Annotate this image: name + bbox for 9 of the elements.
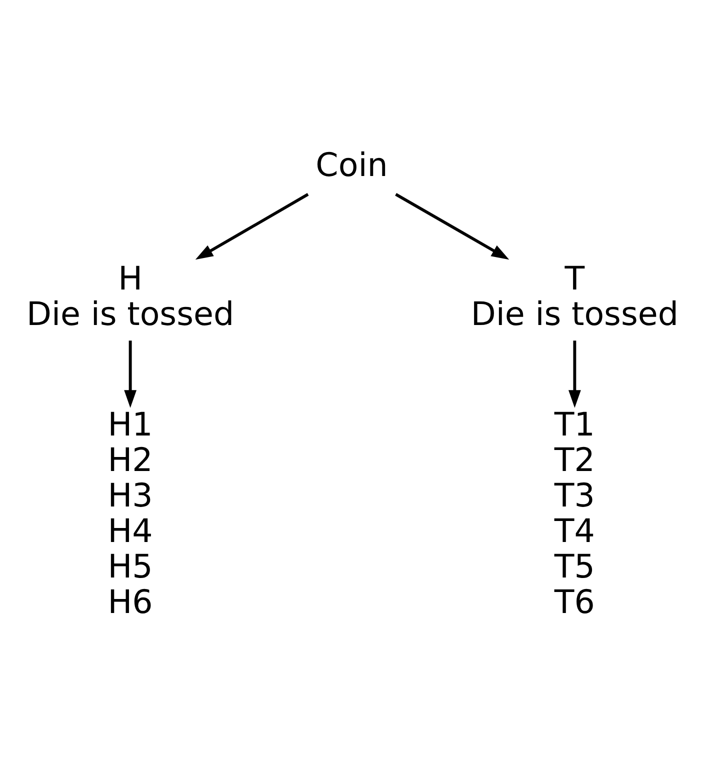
- node-text: T1 T2 T3 T4 T5 T6: [554, 405, 595, 620]
- node-text: H Die is tossed: [26, 258, 234, 332]
- arrow: [124, 340, 137, 408]
- node-text: H1 H2 H3 H4 H5 H6: [108, 405, 153, 620]
- node-text: Coin: [316, 145, 388, 184]
- arrow: [195, 192, 309, 260]
- node-text: T Die is tossed: [470, 258, 678, 332]
- arrow: [395, 192, 510, 260]
- arrow: [568, 340, 581, 408]
